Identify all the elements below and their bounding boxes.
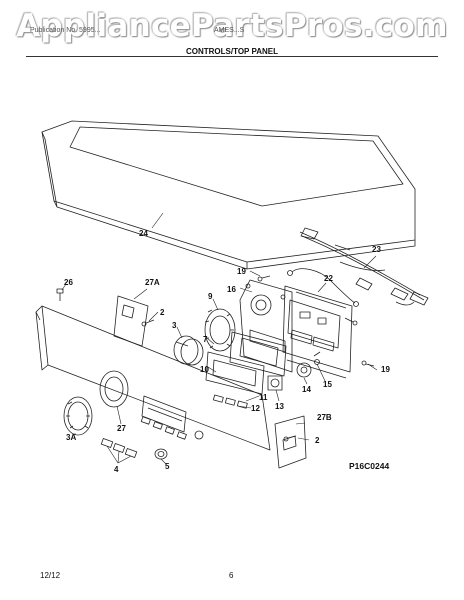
- callout-24: 24: [139, 229, 148, 238]
- callout-15: 15: [323, 380, 332, 389]
- footer-page-number: 6: [229, 571, 234, 580]
- callout-26: 26: [64, 278, 73, 287]
- callout-5: 5: [165, 462, 170, 471]
- button-keypad: [212, 394, 248, 409]
- callout-13: 13: [275, 402, 284, 411]
- selector-knob: [173, 335, 204, 366]
- callout-12: 12: [251, 404, 260, 413]
- callout-27a: 27A: [145, 278, 160, 287]
- callout-9: 9: [208, 292, 213, 301]
- callout-labels: 24 23 22 19 16 9 26 27A 2 3 7 10 11 12 1…: [64, 229, 390, 474]
- callout-3: 3: [172, 321, 177, 330]
- control-console: [35, 305, 271, 451]
- control-board: [282, 285, 353, 379]
- push-buttons: [100, 438, 138, 458]
- footer-date: 12/12: [40, 571, 61, 580]
- wire-harness: [299, 227, 429, 306]
- callout-23: 23: [372, 245, 381, 254]
- page-title: CONTROLS/TOP PANEL: [185, 47, 278, 56]
- callout-16: 16: [227, 285, 236, 294]
- model-header: AMES...S: [214, 27, 245, 34]
- power-button: [154, 448, 168, 460]
- publication-number: Publication No. 5995...: [30, 27, 101, 34]
- diagram-code: P16C0244: [349, 461, 389, 471]
- callout-11: 11: [259, 393, 268, 402]
- callout-2-right: 2: [315, 436, 320, 445]
- callout-19-right: 19: [381, 365, 390, 374]
- trim-ring: [63, 396, 93, 436]
- title-rule: [26, 56, 438, 57]
- callout-27: 27: [117, 424, 126, 433]
- wire-jumper: [287, 268, 359, 307]
- callout-22: 22: [324, 274, 333, 283]
- end-cap-right: [274, 415, 307, 469]
- callout-7: 7: [203, 335, 208, 344]
- top-panel: [41, 120, 416, 270]
- callout-10: 10: [200, 365, 209, 374]
- site-watermark: AppliancePartsPros.com: [16, 8, 448, 44]
- selector-ring: [204, 308, 236, 352]
- callout-19-top: 19: [237, 267, 246, 276]
- callout-3a: 3A: [66, 433, 76, 442]
- callout-27b: 27B: [317, 413, 332, 422]
- callout-4: 4: [114, 465, 119, 474]
- callout-14: 14: [302, 385, 311, 394]
- leader-lines: [61, 212, 378, 465]
- end-cap-left: [113, 295, 149, 347]
- display-board: [229, 331, 287, 377]
- callout-2-left: 2: [160, 308, 165, 317]
- rotary-switch: [267, 375, 283, 391]
- display-bezel: [205, 351, 265, 395]
